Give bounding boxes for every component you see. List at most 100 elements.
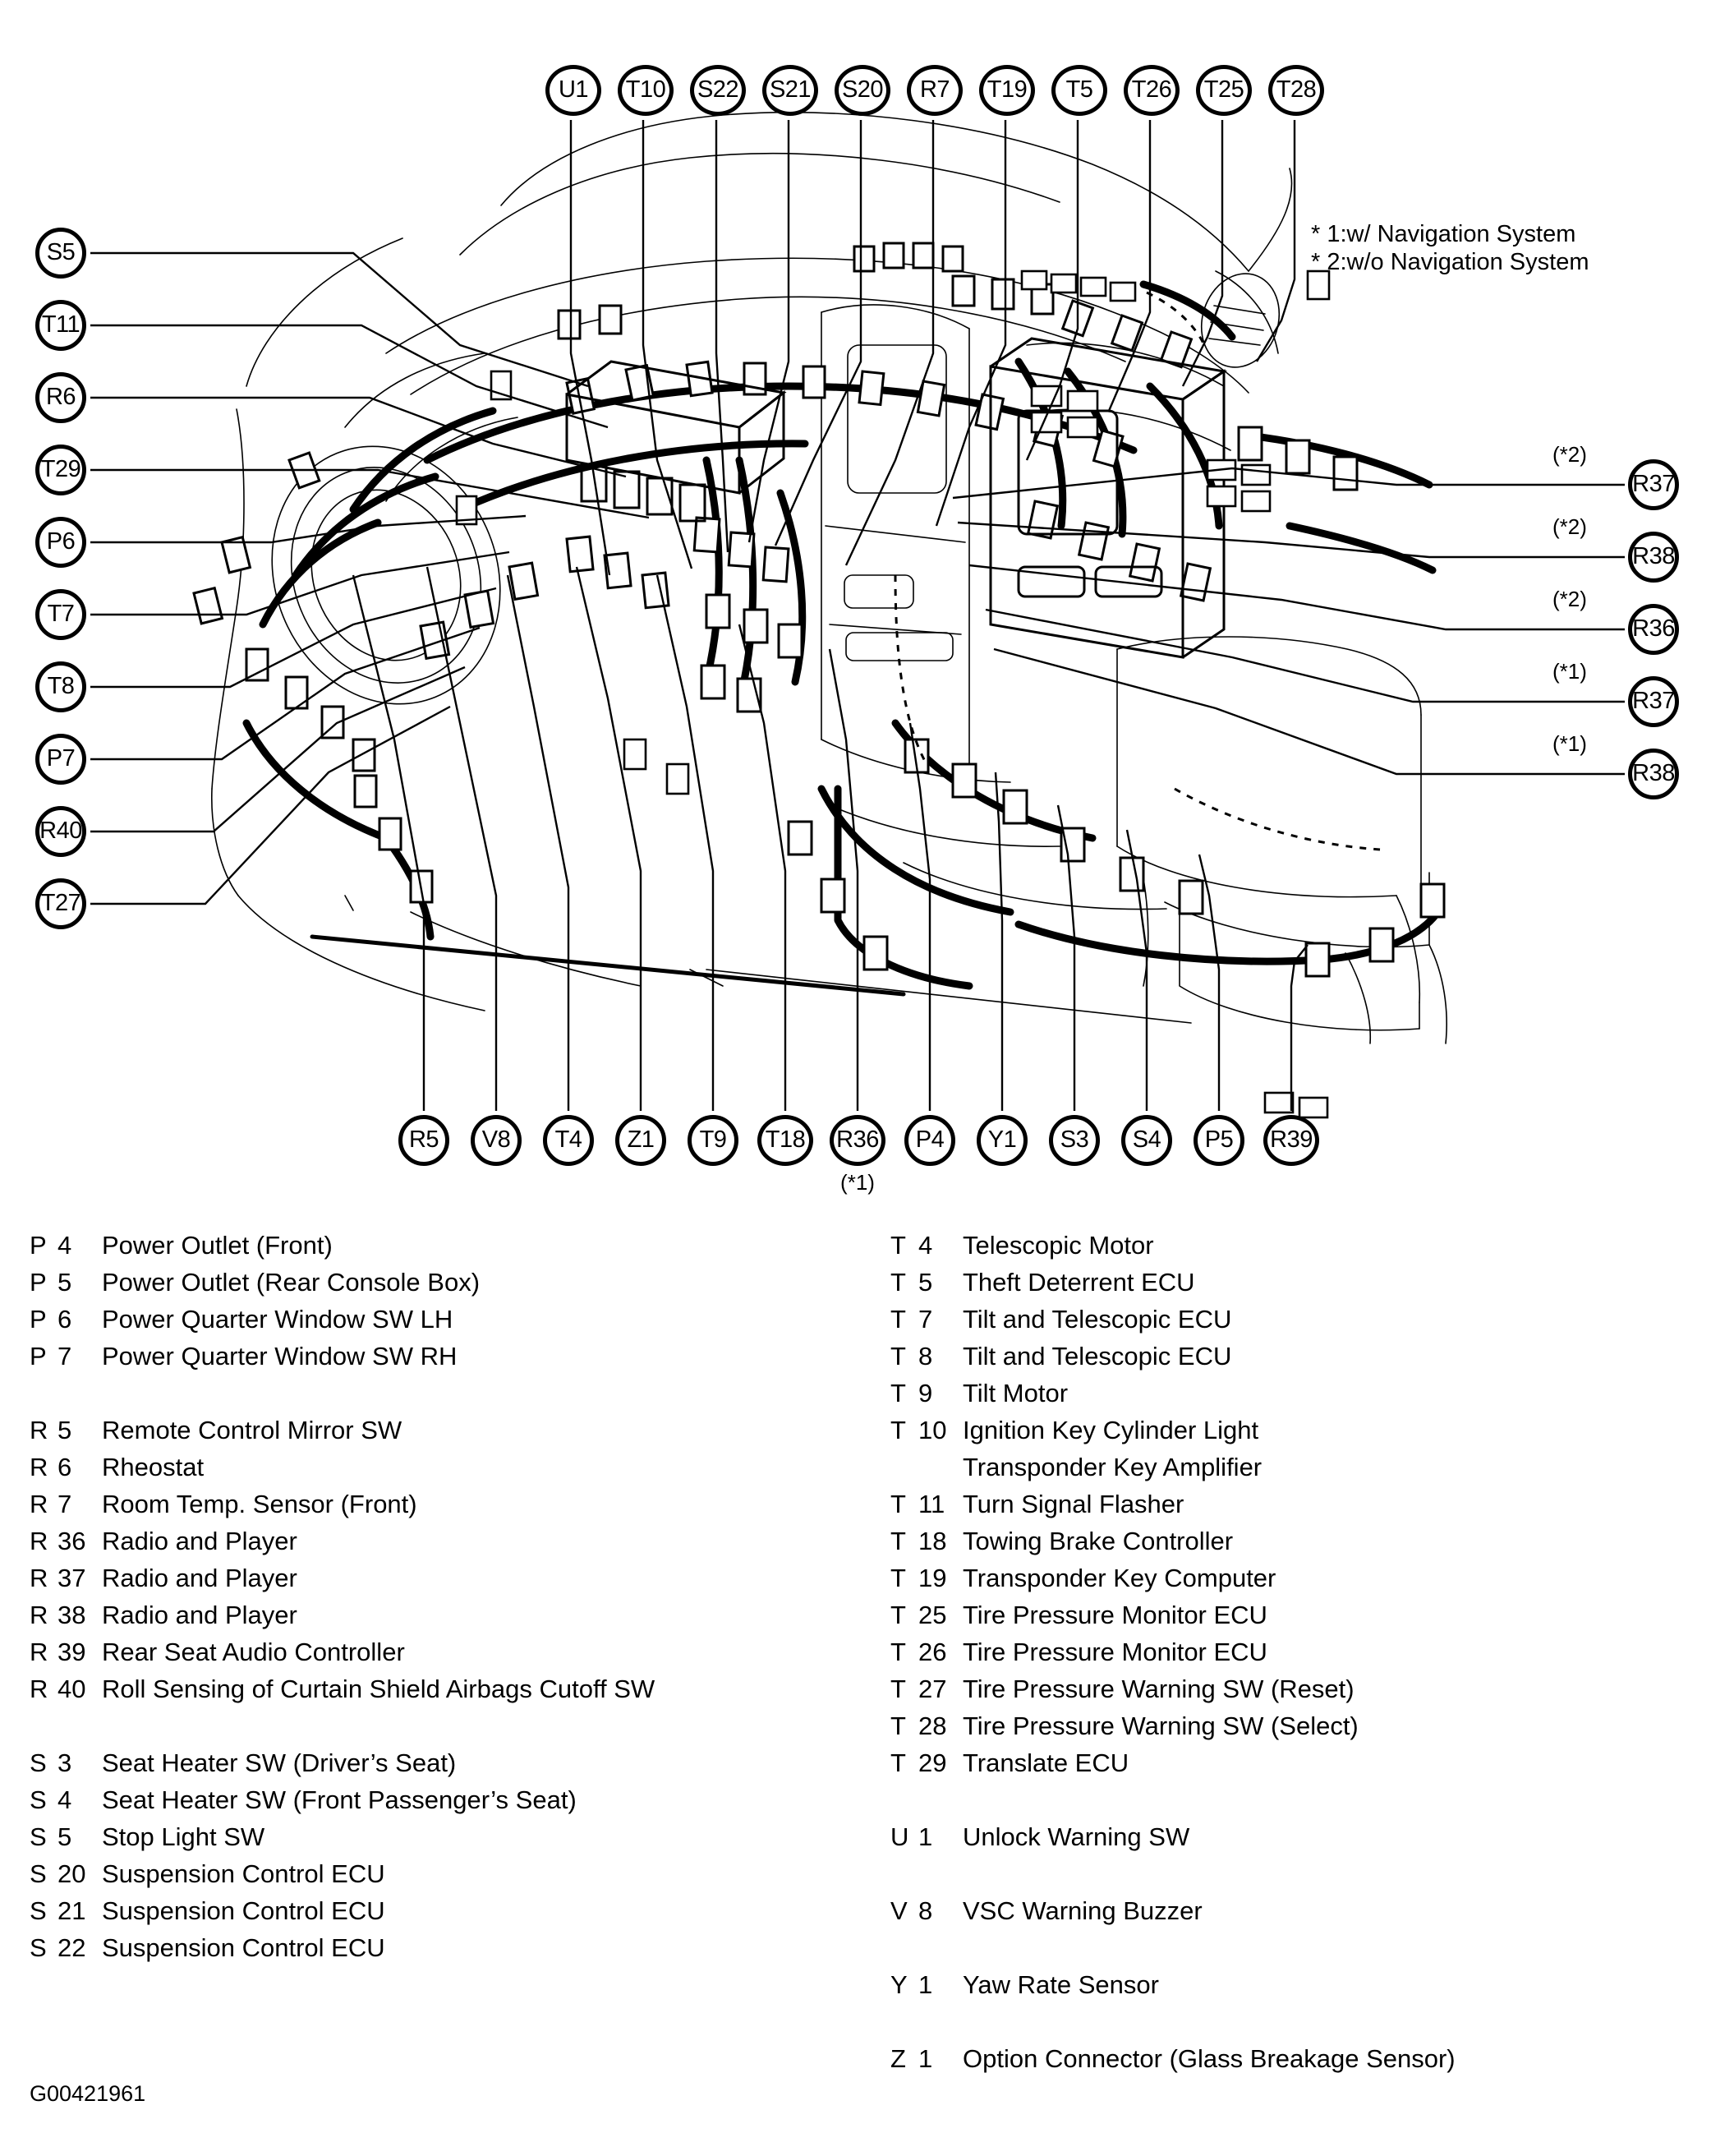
callout-top-s20[interactable]: S20: [835, 65, 890, 116]
callout-right-r38-nav2[interactable]: R38: [1628, 532, 1679, 583]
legend-gap: [890, 1933, 1695, 1970]
legend-code-number: 9: [918, 1379, 933, 1407]
callout-label: R39: [1270, 1126, 1313, 1153]
legend-desc: Power Outlet (Front): [102, 1231, 333, 1260]
legend-code-letter: S: [30, 1933, 47, 1962]
callout-label: S4: [1132, 1126, 1161, 1153]
callout-top-s22[interactable]: S22: [690, 65, 746, 116]
callout-label: R38: [1632, 759, 1675, 786]
callout-right-r38-nav1[interactable]: R38: [1628, 749, 1679, 799]
legend-code-number: 4: [57, 1785, 72, 1814]
callout-bottom-s4[interactable]: S4: [1121, 1115, 1172, 1166]
callout-top-t28[interactable]: T28: [1268, 65, 1324, 116]
legend-code-letter: R: [30, 1564, 48, 1592]
callout-label: S21: [769, 76, 812, 103]
callout-left-t29[interactable]: T29: [35, 445, 86, 495]
callout-right-r36-nav2[interactable]: R36: [1628, 604, 1679, 655]
legend-desc: VSC Warning Buzzer: [963, 1896, 1203, 1925]
callout-left-p6[interactable]: P6: [35, 517, 86, 568]
legend-code-letter: R: [30, 1638, 48, 1666]
legend-gap: [30, 1711, 859, 1748]
callout-bottom-y1[interactable]: Y1: [977, 1115, 1028, 1166]
callout-right-r37-nav1[interactable]: R37: [1628, 676, 1679, 727]
legend-code-letter: T: [890, 1305, 906, 1334]
legend-code: T 10: [890, 1416, 963, 1445]
callout-label: R5: [408, 1126, 439, 1153]
legend-code-number: 21: [57, 1896, 86, 1925]
callout-bottom-r39[interactable]: R39: [1263, 1115, 1319, 1166]
legend-code-number: 4: [57, 1231, 72, 1260]
legend-code-letter: Z: [890, 2044, 906, 2073]
legend-code-number: 8: [918, 1896, 933, 1925]
callout-bottom-v8[interactable]: V8: [471, 1115, 522, 1166]
callout-bottom-t4[interactable]: T4: [543, 1115, 594, 1166]
callout-left-t7[interactable]: T7: [35, 589, 86, 640]
legend-gap: [890, 1859, 1695, 1896]
callout-left-t11[interactable]: T11: [35, 300, 86, 351]
callout-left-r40[interactable]: R40: [35, 806, 86, 857]
callout-left-t8[interactable]: T8: [35, 661, 86, 712]
callout-top-t25[interactable]: T25: [1196, 65, 1252, 116]
legend-code-letter: T: [890, 1601, 906, 1629]
legend-code-number: 10: [918, 1416, 947, 1444]
callout-bottom-z1[interactable]: Z1: [615, 1115, 666, 1166]
legend-desc: Stop Light SW: [102, 1822, 265, 1851]
callout-top-t19[interactable]: T19: [979, 65, 1035, 116]
legend-code-letter: R: [30, 1601, 48, 1629]
callout-left-p7[interactable]: P7: [35, 734, 86, 785]
legend-code-letter: R: [30, 1490, 48, 1518]
legend-code-number: 40: [57, 1675, 86, 1703]
legend-desc: Translate ECU: [963, 1748, 1129, 1777]
callout-bottom-t18[interactable]: T18: [757, 1115, 813, 1166]
callout-left-r6[interactable]: R6: [35, 372, 86, 423]
callout-left-s5[interactable]: S5: [35, 228, 86, 279]
legend-code-letter: T: [890, 1748, 906, 1777]
legend-code-letter: P: [30, 1268, 47, 1297]
legend-code-letter: Y: [890, 1970, 908, 1999]
callout-top-t26[interactable]: T26: [1124, 65, 1180, 116]
callout-top-u1[interactable]: U1: [545, 65, 601, 116]
callout-top-t10[interactable]: T10: [618, 65, 674, 116]
legend-desc: Rheostat: [102, 1453, 205, 1481]
legend-code-number: 1: [918, 2044, 933, 2073]
callout-right-note-3: (*1): [1552, 659, 1587, 684]
callout-bottom-s3[interactable]: S3: [1049, 1115, 1100, 1166]
legend-desc: Towing Brake Controller: [963, 1527, 1234, 1555]
callout-bottom-t9[interactable]: T9: [688, 1115, 738, 1166]
legend-desc: Remote Control Mirror SW: [102, 1416, 402, 1444]
callout-label: T25: [1203, 76, 1244, 103]
callout-bottom-r5[interactable]: R5: [398, 1115, 449, 1166]
callout-top-s21[interactable]: S21: [762, 65, 818, 116]
callout-top-r7[interactable]: R7: [907, 65, 963, 116]
legend-desc: Tilt Motor: [963, 1379, 1069, 1407]
legend-code-letter: T: [890, 1416, 906, 1444]
legend-code-letter: P: [30, 1231, 47, 1260]
legend-desc: Radio and Player: [102, 1527, 297, 1555]
callout-left-t27[interactable]: T27: [35, 878, 86, 929]
callout-bottom-r36[interactable]: R36: [830, 1115, 885, 1166]
callout-bottom-p4[interactable]: P4: [904, 1115, 955, 1166]
legend-desc: Tilt and Telescopic ECU: [963, 1342, 1232, 1371]
callout-bottom-p5[interactable]: P5: [1194, 1115, 1244, 1166]
callout-top-t5[interactable]: T5: [1051, 65, 1107, 116]
legend-code-letter: T: [890, 1675, 906, 1703]
legend-desc: Ignition Key Cylinder Light: [963, 1416, 1259, 1444]
callout-right-r37-nav2[interactable]: R37: [1628, 459, 1679, 510]
